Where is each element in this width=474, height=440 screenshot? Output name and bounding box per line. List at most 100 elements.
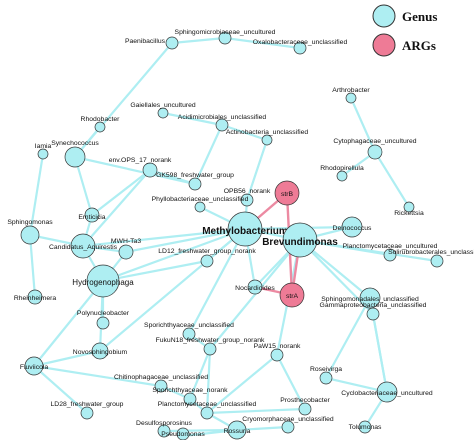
node-label-sphingomonas: Sphingomonas [7,219,53,226]
edge-sphingomicrobiaceae-oxalobacteraceae [223,36,302,50]
node-circle-gammaproteobacteria [366,307,380,321]
node-label-roseivirga: Roseivirga [310,366,342,373]
node-circle-planctomycetaceae_uncl [200,406,214,420]
node-circle-rhodobacter [94,121,106,133]
node-label-acidimicrobiales: Acidimicrobiales_unclassified [178,114,267,121]
edge-cytophagaceae-rickettsia [373,150,411,209]
node-label-deinococcus: Deinococcus [333,225,373,232]
node-circle-pseudomonas [176,427,190,440]
node-strB: strB [274,180,300,206]
node-methylobacterium: Methylobacterium [202,211,288,247]
node-circle-oxalobacteraceae [293,41,307,55]
node-label-brevundimonas: Brevundimonas [262,237,338,248]
node-sporichthyaceae_unc: Sporichthyaceae_unclassified [144,322,234,341]
node-circle-env_ops [142,162,158,178]
node-label-tolumonas: Tolumonas [349,424,382,431]
node-cryomorphaceae: Cryomorphaceae_unclassified [242,416,334,434]
edge-fluviicola-novosphingobium [32,349,102,368]
node-circle-strB [274,180,300,206]
node-rhodobacter: Rhodobacter [81,116,121,133]
node-sphingomicrobiaceae: Sphingomicrobiaceae_uncultured [175,29,276,45]
node-novosphingobium: Novosphingobium [73,342,128,360]
edge-desulfosporosinus-rossuria [162,428,239,433]
node-label-rhodobacter: Rhodobacter [81,116,121,123]
node-label-gk598: GK598_freshwater_group [156,172,234,179]
node-label-hydrogenophaga: Hydrogenophaga [72,278,134,287]
legend-genus-label: Genus [402,9,437,24]
node-ld12: LD12_freshwater_group_norank [158,248,256,268]
node-circle-actinobacteria [261,134,273,146]
edge-synechococcus-gk598 [73,155,197,186]
node-label-synechococcus: Synechococcus [51,140,99,147]
node-circle-gaiellales [157,107,169,119]
node-deinococcus: Deinococcus [333,216,373,238]
legend-item-args: ARGs [372,33,436,57]
node-label-methylobacterium: Methylobacterium [202,226,288,237]
node-rheinheimera: Rheinheimera [14,289,56,305]
node-circle-roseivirga [319,371,333,385]
node-label-opb56: OPB56_norank [224,188,271,195]
node-label-cyclobacteriaceae: Cyclobacteriaceae_uncultured [341,390,433,397]
node-circle-sporichthyaceae_nor [183,392,197,406]
node-label-sporichthyaceae_unc: Sporichthyaceae_unclassified [144,322,234,329]
node-label-chitinophagaceae: Chitinophagaceae_unclassified [114,374,208,381]
node-label-rickettsia: Rickettsia [394,210,424,217]
node-polynucleobacter: Polynucleobacter [77,310,130,330]
node-iamia: Iamia [35,143,52,160]
node-gk598: GK598_freshwater_group [156,172,234,191]
node-circle-nocardioides [247,279,263,295]
node-label-sporichthyaceae_nor: Sporichthyaceae_norank [152,387,228,394]
node-label-planctomycetaceae_unc: Planctomycetaceae_uncultured [343,243,438,250]
node-label-mwh_ta3: MWH-Ta3 [111,238,141,245]
node-label-sphingomicrobiaceae: Sphingomicrobiaceae_uncultured [175,29,276,36]
node-rickettsia: Rickettsia [394,201,424,217]
node-chitinophagaceae: Chitinophagaceae_unclassified [114,374,208,393]
node-label-rossuria: Rossuria [224,428,251,435]
node-circle-mwh_ta3 [118,244,134,260]
edge-hydrogenophaga-ld12 [101,259,209,283]
node-label-gaiellales: Gaiellales_uncultured [130,102,196,109]
node-label-rhodopirellula: Rhodopirellula [320,165,364,172]
legend-item-genus: Genus [372,4,437,28]
edge-roseivirga-cyclobacteriaceae [324,376,389,394]
node-circle-prosthecobacter [298,402,312,416]
node-circle-desulfosporosinus [157,424,171,438]
node-sphingomonas: Sphingomonas [7,219,53,245]
node-circle-cyclobacteriaceae [376,381,398,403]
node-actinobacteria: Actinobacteria_unclassified [226,129,309,146]
node-label-emticicia: Emticicia [78,214,105,221]
node-circle-fluviicola [24,356,44,376]
node-candidatus: Candidatus_Aquirestis [49,233,118,259]
node-label-cytophagaceae: Cytophagaceae_uncultured [333,138,416,145]
node-label-pavw15: PaW15_norank [254,343,301,350]
node-planctomycetaceae_uncl: Planctomycetaceae_unclassified [158,401,257,420]
node-circle-pavw15 [270,348,284,362]
edge-sphingomonadales-roseivirga [324,296,372,380]
node-label-fluviicola: Fluviicola [20,364,49,371]
node-label-novosphingobium: Novosphingobium [73,349,128,356]
node-circle-rossuria [227,420,247,440]
node-roseivirga: Roseivirga [310,366,342,385]
edge-mwh_ta3-methylobacterium [124,227,247,254]
node-label-actinobacteria: Actinobacteria_unclassified [226,129,309,136]
edge-acidimicrobiales-gk598 [193,123,224,186]
node-circle-sphingomicrobiaceae [218,31,232,45]
node-circle-novosphingobium [91,342,109,360]
node-prosthecobacter: Prosthecobacter [280,397,330,416]
node-label-sphingomonadales: Sphingomonadales_unclassified [321,296,419,303]
node-label-prosthecobacter: Prosthecobacter [280,397,330,404]
edge-gaiellales-acidimicrobiales [161,111,224,127]
node-brevundimonas: Brevundimonas [262,222,338,258]
node-solirubrobacterales: Solirubrobacterales_unclassified [388,249,474,268]
node-pseudomonas: Pseudomonas [161,427,205,440]
node-oxalobacteraceae: Oxalobacteraceae_unclassified [253,39,347,55]
node-mwh_ta3: MWH-Ta3 [111,238,141,260]
node-label-gammaproteobacteria: Gammaproteobacteria_unclassified [320,302,427,309]
node-label-strB: strB [281,191,294,198]
node-desulfosporosinus: Desulfosporosinus [136,420,193,438]
node-label-ld28: LD28_freshwater_group [51,401,124,408]
node-circle-paenibacillus [165,36,179,50]
node-label-solirubrobacterales: Solirubrobacterales_unclassified [388,249,474,256]
legend-args-swatch [372,33,396,57]
node-circle-strA [279,282,305,308]
